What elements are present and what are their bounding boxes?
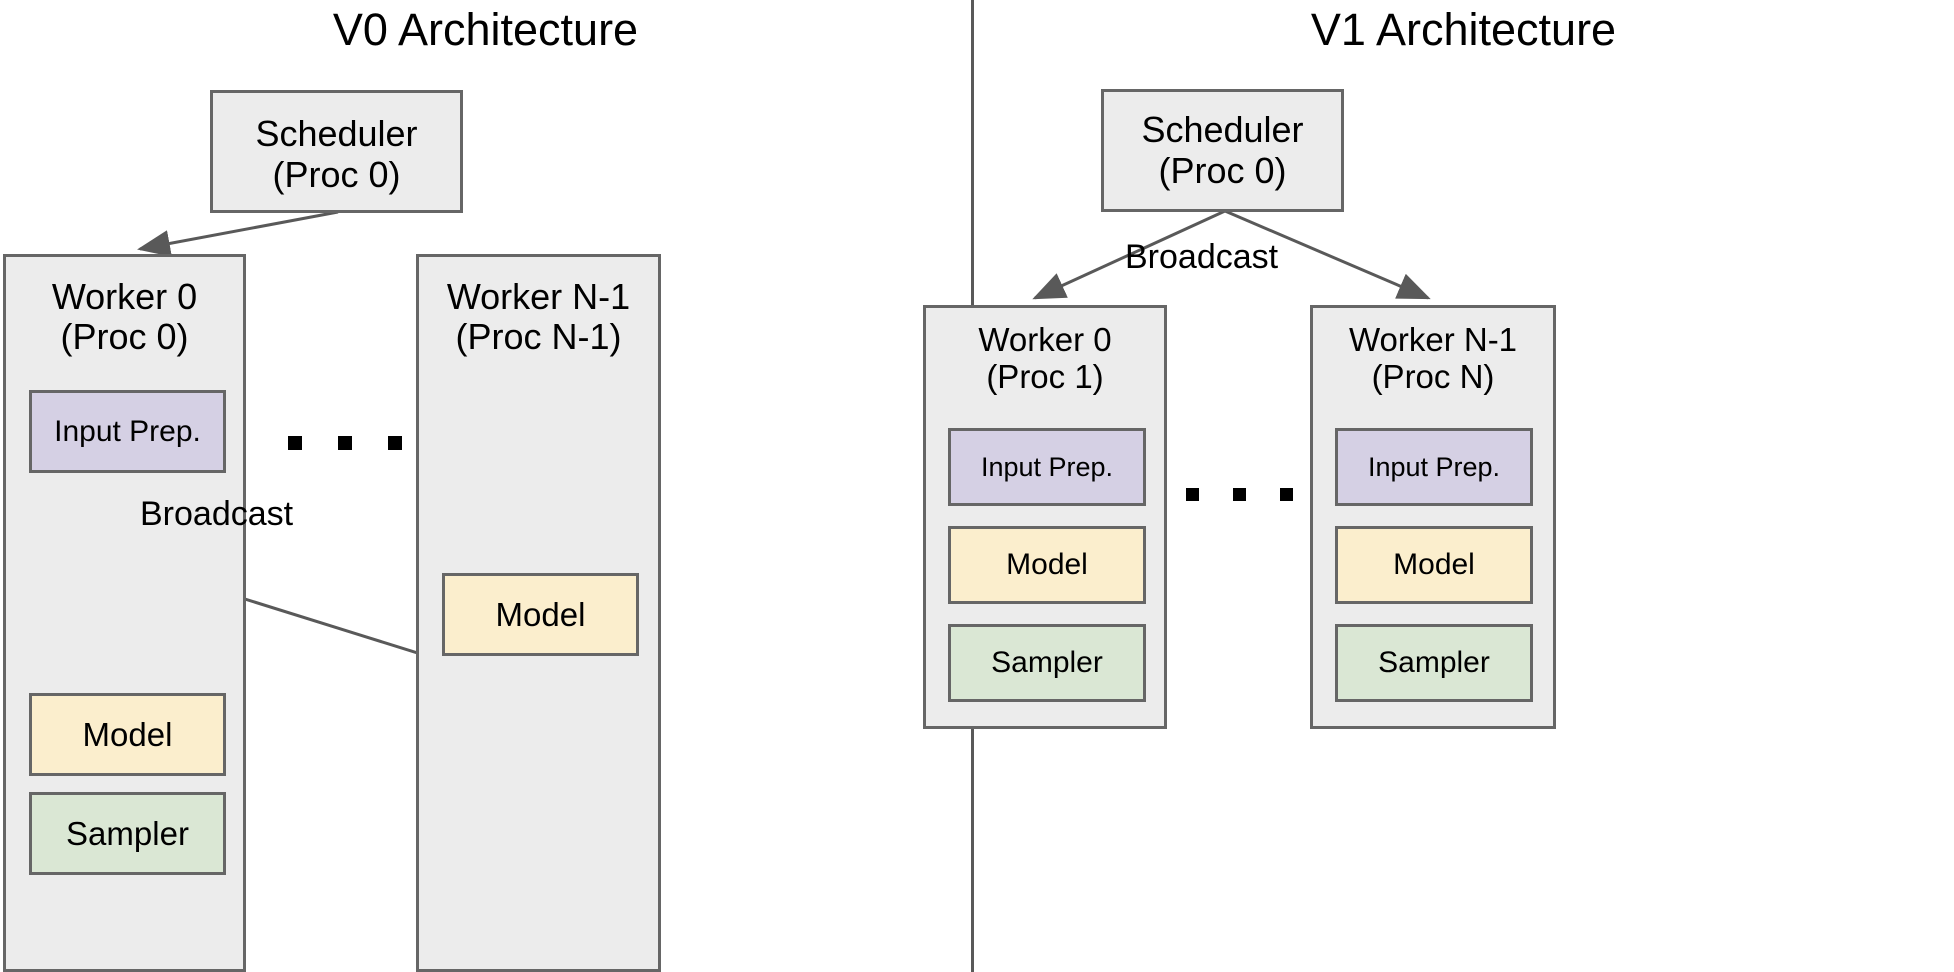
panel-v0-architecture: V0 Architecture Scheduler(Proc 0) [0, 0, 971, 972]
v1-worker-0-label: Worker 0(Proc 1) [978, 321, 1112, 395]
v0-edge-scheduler-to-worker0 [137, 210, 339, 257]
v0-worker-0-model[interactable]: Model [29, 693, 226, 776]
v1-worker-n-1-sampler[interactable]: Sampler [1335, 624, 1533, 702]
v1-worker-n-1-model[interactable]: Model [1335, 526, 1533, 604]
v0-worker-n-1-label: Worker N-1(Proc N-1) [446, 276, 631, 358]
v0-worker-n-1-box[interactable]: Worker N-1(Proc N-1) Model [416, 254, 661, 972]
v0-ellipsis [288, 436, 402, 450]
v1-scheduler-label: Scheduler(Proc 0) [1141, 109, 1304, 191]
v1-broadcast-label: Broadcast [1125, 238, 1279, 276]
v1-worker-0-box[interactable]: Worker 0(Proc 1) Input Prep. Model Sampl… [923, 305, 1167, 729]
v1-ellipsis [1186, 488, 1293, 501]
v1-worker-n-1-input-prep[interactable]: Input Prep. [1335, 428, 1533, 506]
v1-worker-n-1-label: Worker N-1(Proc N) [1348, 321, 1518, 395]
v1-worker-0-input-prep[interactable]: Input Prep. [948, 428, 1146, 506]
panel-v1-architecture: V1 Architecture Scheduler(Proc 0) Broadc… [923, 0, 1954, 972]
v0-scheduler-label: Scheduler(Proc 0) [255, 113, 418, 195]
v0-broadcast-label: Broadcast [140, 495, 294, 533]
panel-title-v1: V1 Architecture [1310, 4, 1617, 55]
v0-worker-0-label: Worker 0(Proc 0) [51, 276, 198, 358]
panel-title-v0: V0 Architecture [332, 4, 639, 55]
v1-worker-n-1-box[interactable]: Worker N-1(Proc N) Input Prep. Model Sam… [1310, 305, 1556, 729]
v0-worker-0-sampler[interactable]: Sampler [29, 792, 226, 875]
v1-worker-0-model[interactable]: Model [948, 526, 1146, 604]
v0-scheduler-box[interactable]: Scheduler(Proc 0) [210, 90, 463, 213]
v0-worker-n-1-model[interactable]: Model [442, 573, 639, 656]
v1-worker-0-sampler[interactable]: Sampler [948, 624, 1146, 702]
v1-scheduler-box[interactable]: Scheduler(Proc 0) [1101, 89, 1344, 212]
v0-worker-0-box[interactable]: Worker 0(Proc 0) Input Prep. Model Sampl… [3, 254, 246, 972]
v0-worker-0-input-prep[interactable]: Input Prep. [29, 390, 226, 473]
